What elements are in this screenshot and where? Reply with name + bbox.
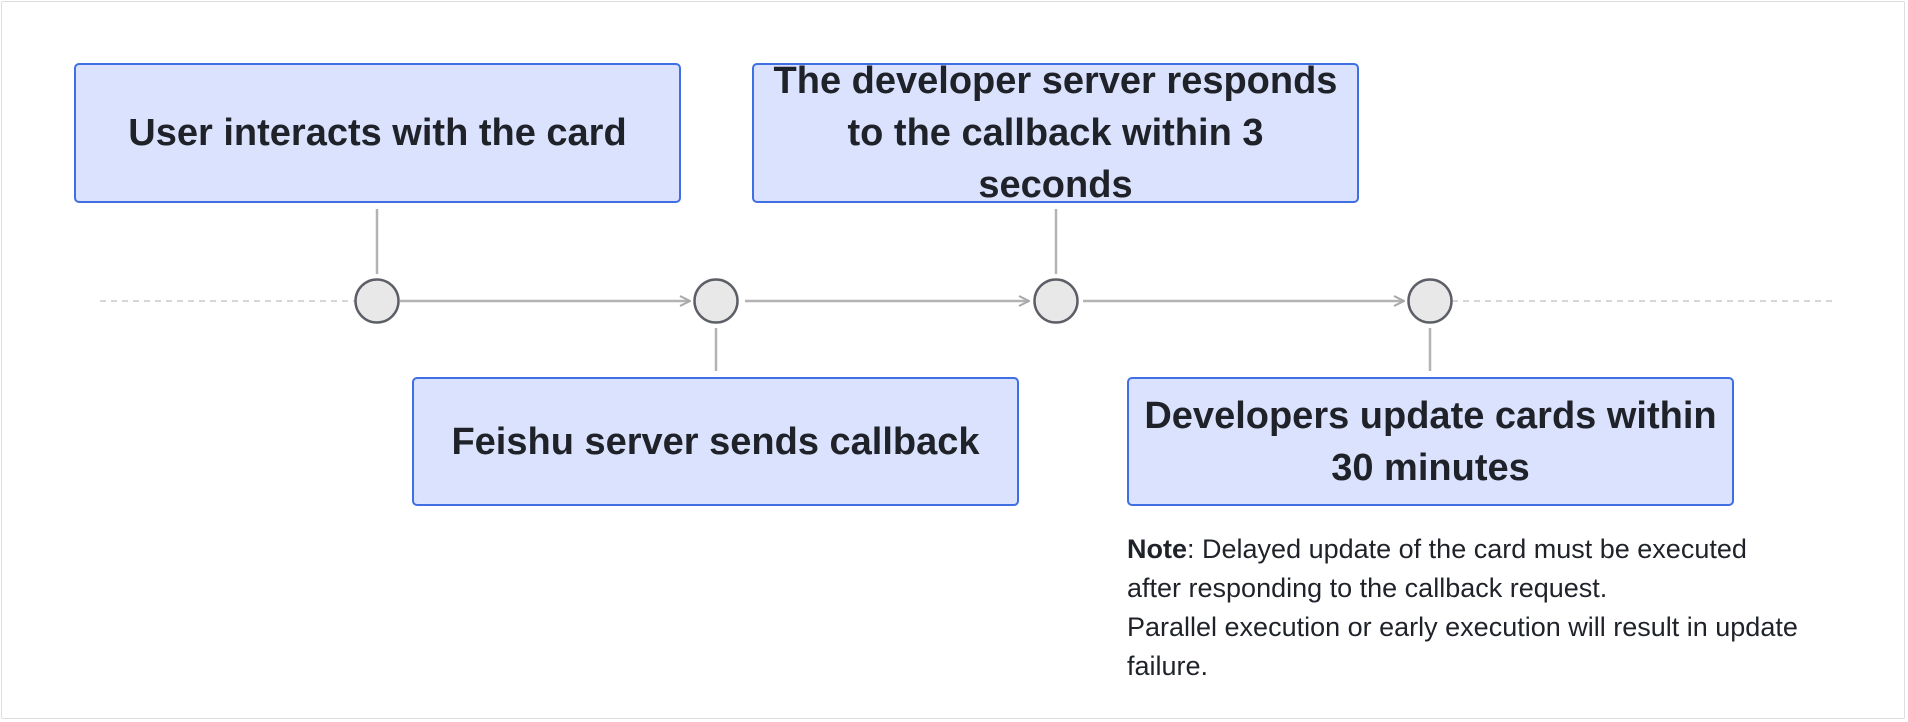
note-label: Note (1127, 534, 1187, 564)
timeline-node-step3 (1033, 278, 1079, 324)
timeline-node-step1 (354, 278, 400, 324)
step-box-developer-responds: The developer server responds to the cal… (752, 60, 1359, 206)
note-line-1: Delayed update of the card must be execu… (1127, 534, 1747, 603)
timeline-node-step4 (1407, 278, 1453, 324)
timeline-node-step2 (693, 278, 739, 324)
step-box-user-interacts: User interacts with the card (74, 63, 681, 203)
step-label: The developer server responds to the cal… (773, 60, 1338, 206)
note-line-2: Parallel execution or early execution wi… (1127, 612, 1798, 681)
step-box-developers-update: Developers update cards within 30 minute… (1127, 377, 1734, 506)
step-label: Feishu server sends callback (451, 420, 980, 463)
note-separator: : (1187, 534, 1195, 564)
step-label: User interacts with the card (128, 112, 627, 154)
step-label: Developers update cards within 30 minute… (1144, 394, 1717, 489)
note-text: Note: Delayed update of the card must be… (1127, 530, 1807, 686)
step-box-feishu-callback: Feishu server sends callback (412, 377, 1019, 506)
